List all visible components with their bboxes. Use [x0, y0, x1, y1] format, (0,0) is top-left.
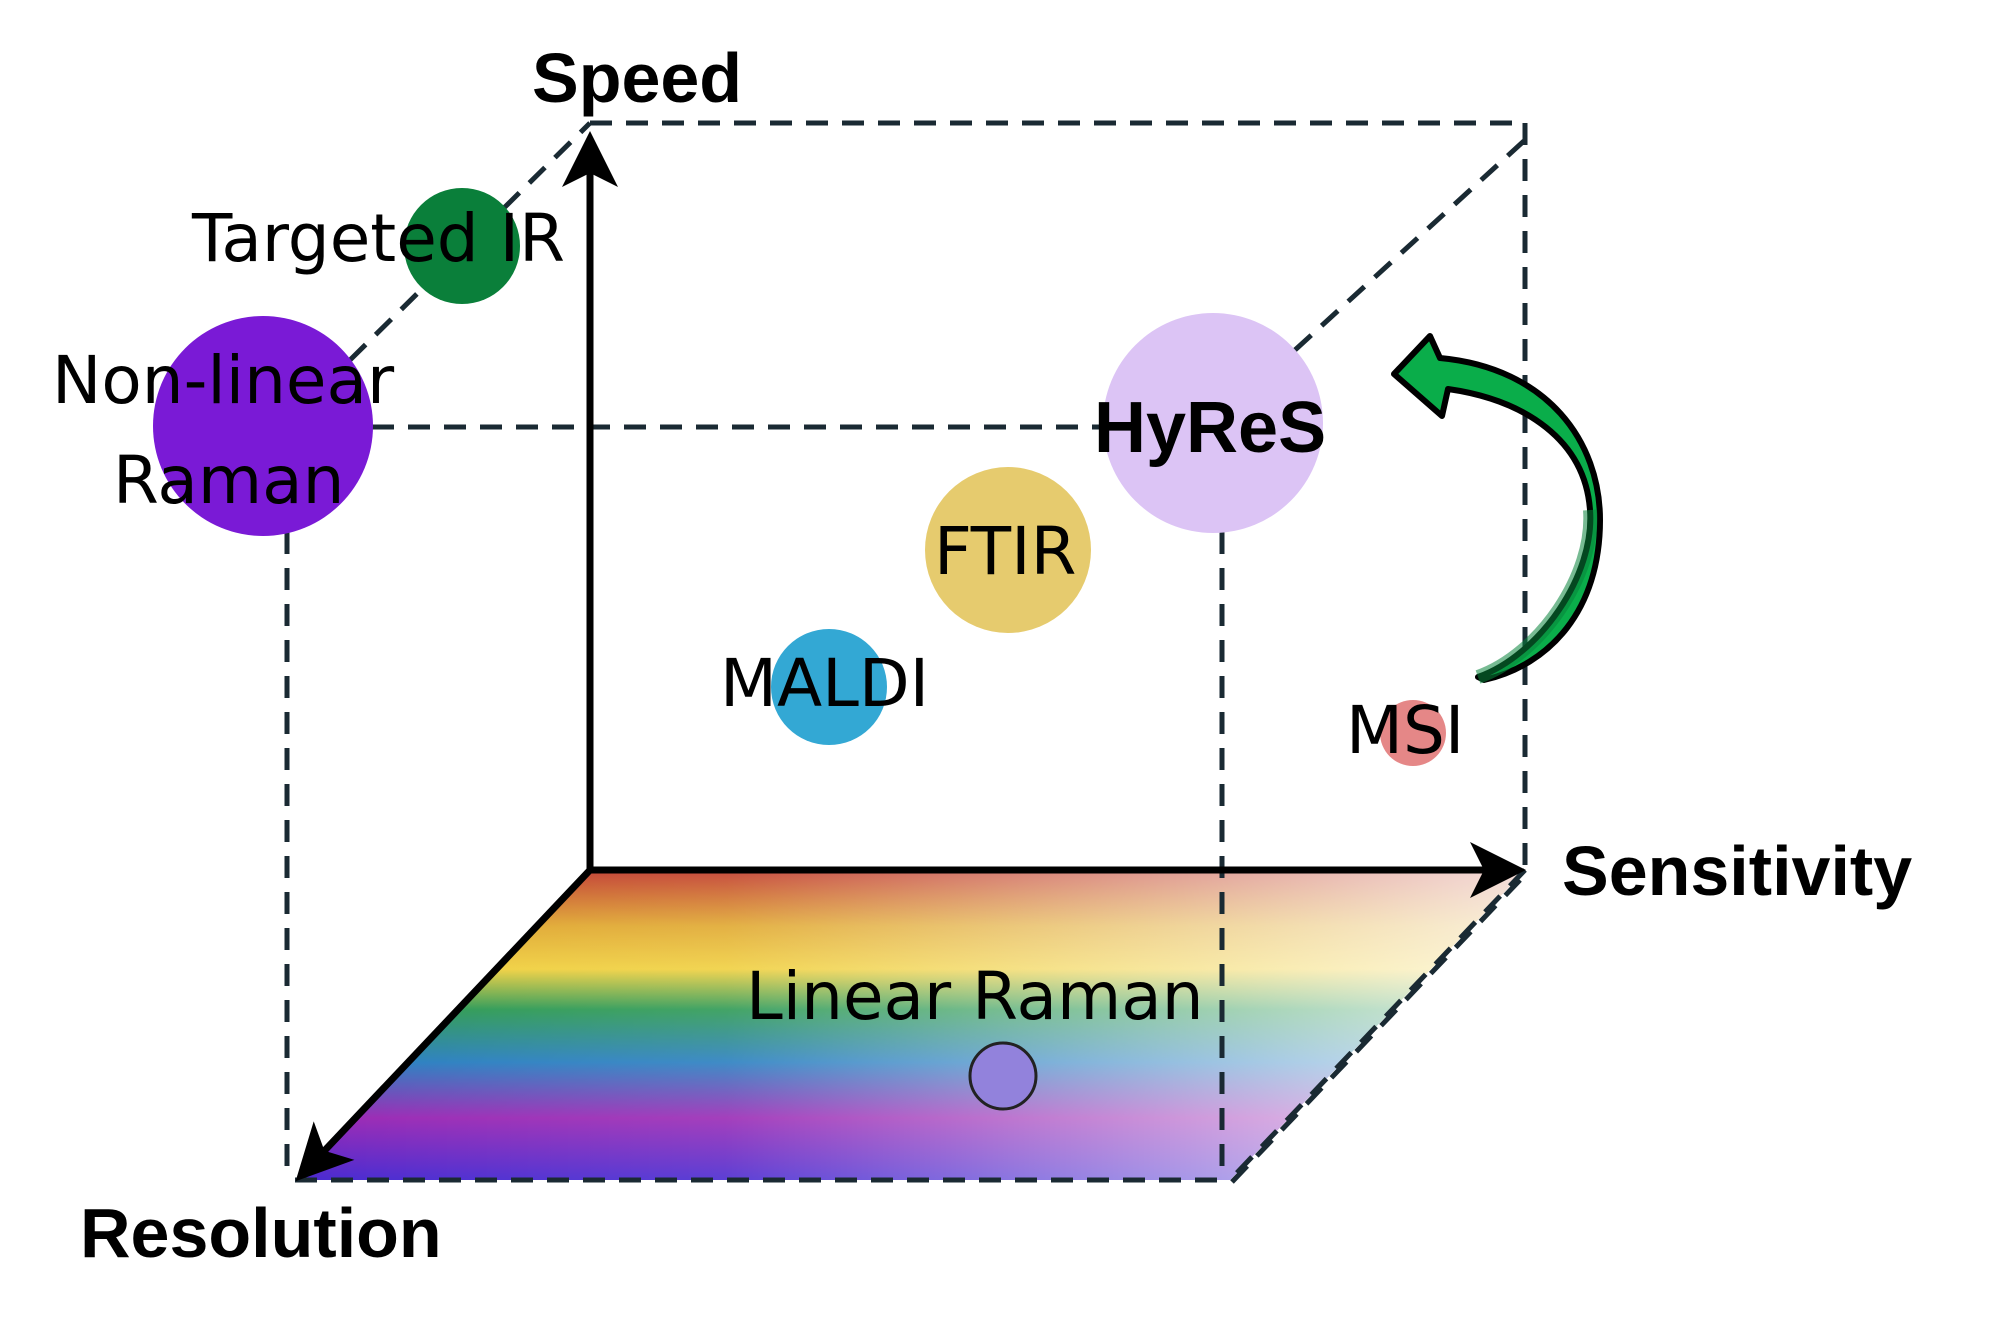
targeted-ir-circle [404, 188, 520, 304]
hyres-circle [1103, 313, 1323, 533]
speed-axis-label: Speed [532, 39, 742, 117]
ftir-label: FTIR [934, 513, 1076, 590]
targeted-ir-label: Targeted IR [191, 200, 565, 277]
improvement-arrow-icon [1391, 333, 1603, 683]
linear-raman-circle [968, 1041, 1038, 1111]
linear-raman-label: Linear Raman [746, 958, 1204, 1035]
resolution-axis-label: Resolution [80, 1194, 442, 1272]
nonlinear-raman-circle [153, 316, 373, 536]
dashed-box-edges [284, 120, 1528, 1184]
msi-label: MSI [1346, 692, 1464, 769]
hyres-label: HyReS [1094, 388, 1326, 468]
base-plane [295, 870, 1525, 1180]
maldi-circle [771, 629, 887, 745]
resolution-axis [295, 867, 593, 1182]
nonlinear-raman-label-line1: Non-linear [52, 342, 395, 419]
maldi-label: MALDI [720, 645, 929, 722]
ftir-circle [925, 467, 1091, 633]
nonlinear-raman-label-line2: Raman [113, 442, 344, 519]
sensitivity-axis-label: Sensitivity [1562, 832, 1912, 910]
msi-circle [1380, 700, 1446, 766]
axes [295, 131, 1526, 1182]
